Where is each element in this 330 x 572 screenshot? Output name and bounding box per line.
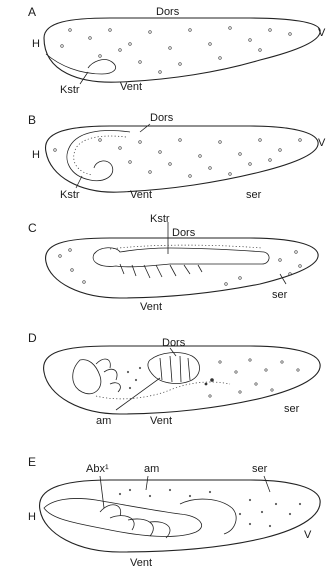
panel-e-am-pointer [146, 476, 148, 490]
panel-e-vent-label: Vent [130, 557, 152, 569]
panel-b-germ-band [67, 131, 130, 181]
panel-d-dors-pointer [170, 348, 176, 356]
panel-a-vent-label: Vent [120, 81, 142, 93]
panel-b-head-label: H [32, 149, 40, 161]
panel-e: E Abx¹ am ser H V Vent [28, 455, 320, 569]
panel-e-abx-label: Abx¹ [86, 463, 109, 475]
panel-d-vent-label: Vent [150, 415, 172, 427]
panel-b: B Dors H V Kstr Vent ser [28, 112, 326, 201]
panel-e-posterior-label: V [304, 529, 312, 541]
panel-d-abdomen-segments [160, 356, 190, 382]
panel-a-posterior-label: V [318, 27, 326, 39]
panel-a-head-label: H [32, 38, 40, 50]
panel-e-abx-pointer [100, 476, 104, 508]
panel-d-ser-label: ser [284, 403, 300, 415]
panel-a-kstr-label: Kstr [60, 84, 80, 96]
panel-c-dors-label: Dors [172, 227, 196, 239]
panel-d-letter: D [28, 331, 37, 345]
panel-e-letter: E [28, 455, 36, 469]
panel-b-posterior-label: V [318, 137, 326, 149]
panel-d-am-label: am [96, 415, 111, 427]
panel-a-germ-band [46, 54, 116, 74]
panel-a-letter: A [28, 5, 36, 19]
panel-e-ser-pointer [264, 476, 270, 492]
panel-e-am-label: am [144, 463, 159, 475]
panel-c-kstr-label: Kstr [150, 213, 170, 225]
panel-d-embryo-head [73, 360, 101, 394]
panel-e-appendages [100, 505, 170, 538]
panel-d-am-pointer [116, 378, 160, 410]
panel-c-ser-pointer [280, 274, 286, 284]
panel-b-dors-pointer [140, 124, 150, 132]
panel-e-head-label: H [28, 511, 36, 523]
panel-d-dors-label: Dors [162, 337, 186, 349]
panel-d: D Dors am Vent ser [28, 331, 320, 427]
panel-e-amnion-dots [119, 489, 301, 527]
panel-e-ser-label: ser [252, 463, 268, 475]
panel-d-egg-outline [44, 346, 321, 414]
panel-a: A Dors H V Kstr Vent [28, 5, 326, 96]
panel-c-ser-label: ser [272, 289, 288, 301]
panel-b-vent-label: Vent [130, 189, 152, 201]
panel-b-egg-outline [46, 126, 319, 192]
panel-b-germ-band-inner [74, 136, 126, 175]
panel-b-kstr-label: Kstr [60, 189, 80, 201]
panel-e-embryo-body [44, 498, 202, 536]
panel-e-tail [180, 499, 236, 534]
panel-c-letter: C [28, 221, 37, 235]
panel-c-yolk-dots [59, 249, 302, 286]
panel-b-dors-label: Dors [150, 112, 174, 124]
panel-b-yolk-dots [54, 139, 302, 178]
panel-e-egg-outline [40, 480, 321, 552]
panel-a-dors-label: Dors [156, 6, 180, 18]
panel-a-kstr-pointer [80, 72, 88, 84]
panel-d-yolk-dots [127, 359, 299, 397]
panel-c-segments [120, 264, 202, 278]
panel-d-abdomen [148, 353, 200, 384]
panel-c-germ-band [93, 248, 269, 267]
panel-d-amnion-line [96, 382, 230, 399]
panel-a-yolk-dots [61, 27, 292, 74]
panel-b-letter: B [28, 113, 36, 127]
panel-c: C Kstr Dors Vent ser [28, 213, 318, 313]
panel-b-ser-label: ser [246, 189, 262, 201]
panel-c-vent-label: Vent [140, 301, 162, 313]
